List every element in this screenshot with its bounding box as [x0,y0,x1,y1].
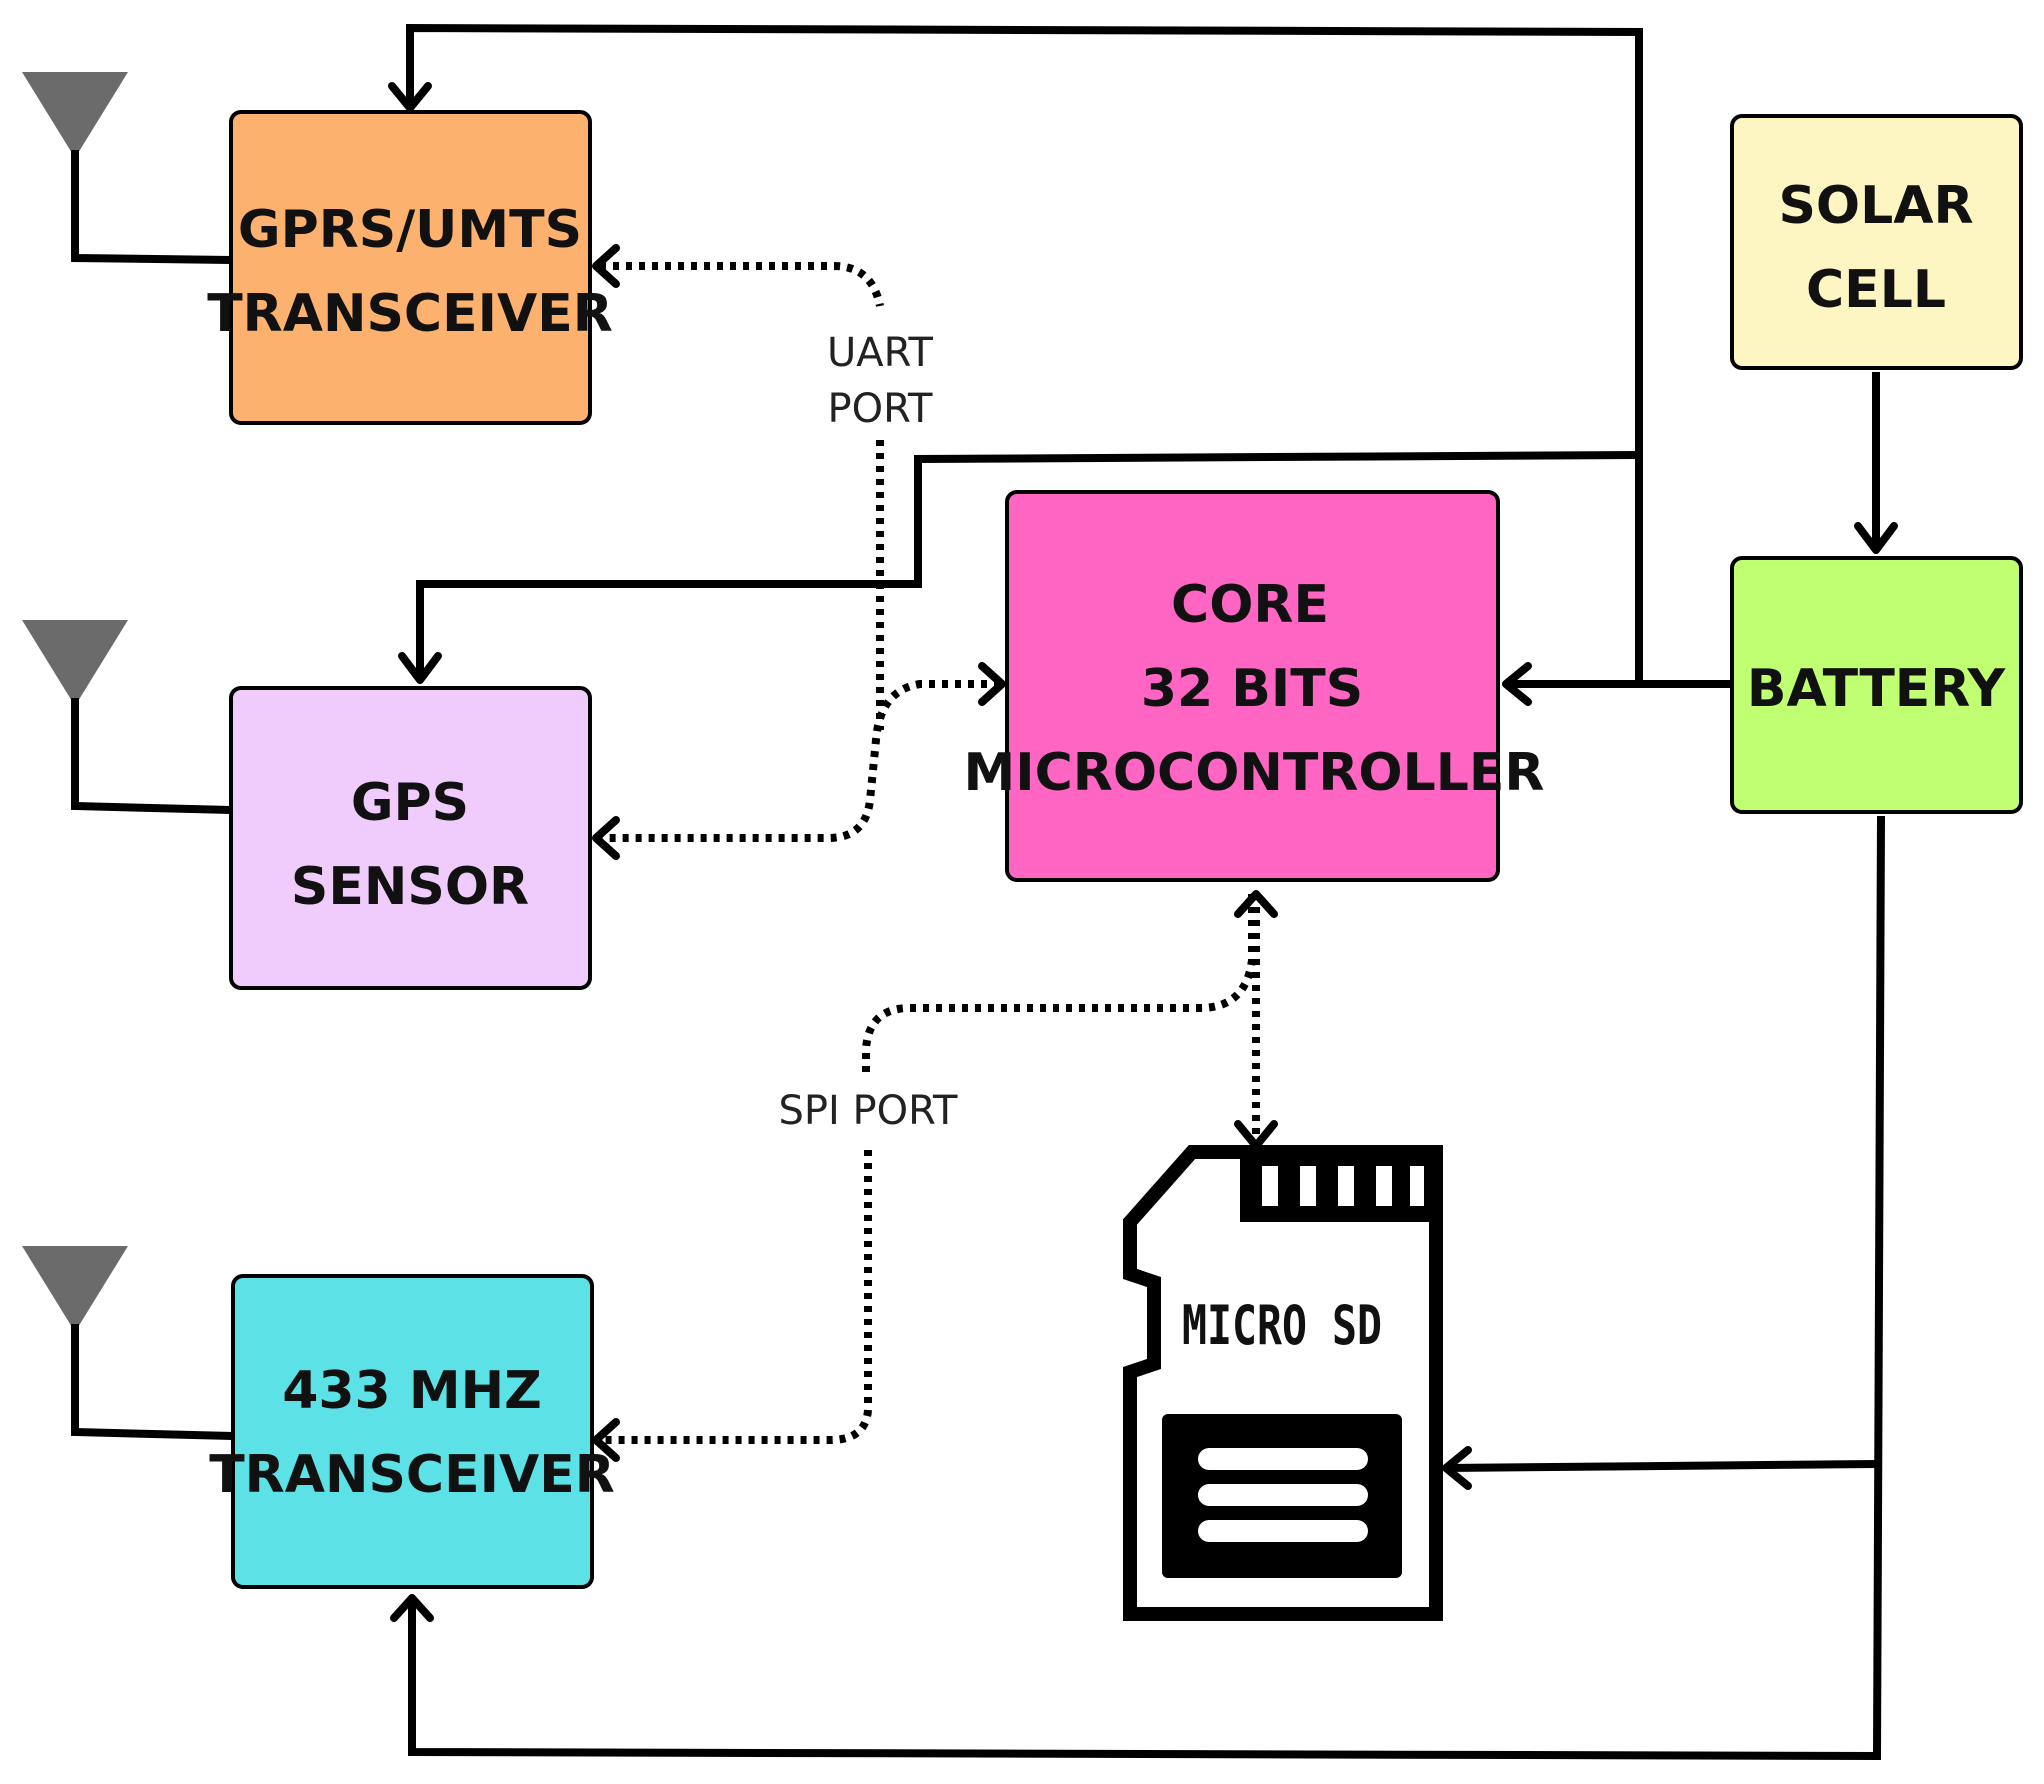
transceiver-433-label-line1: 433 MHZ [282,1361,542,1421]
battery-label: BATTERY [1747,659,2007,719]
spi-bus-to-core [862,894,1256,1078]
arrow-head-icon [1442,1446,1472,1490]
uart-bus-core-to-gps [600,680,1000,842]
data-buses [600,262,1260,1444]
wire-battery-to-microsd [1445,1460,1878,1472]
antenna-icon [22,620,128,706]
microsd-label: MICRO SD [1182,1294,1382,1357]
arrow-head-icon [398,652,442,684]
microsd-card-icon: MICRO SD [1123,1145,1443,1621]
uart-bus-to-gprs [600,262,884,307]
arrow-head-icon [388,82,432,112]
power-wires [406,23,1885,1761]
wire-battery-to-433 [408,815,1885,1761]
core-label-line2: 32 BITS [1141,659,1363,719]
gprs-block: GPRS/UMTS TRANSCEIVER [207,110,613,425]
antenna-icon [22,72,128,158]
arrow-head-icon [592,816,620,860]
transceiver-433-label-line2: TRANSCEIVER [209,1445,615,1505]
solar-cell-block: SOLAR CELL [1730,114,2023,370]
antenna-433 [22,1246,234,1440]
antenna-gprs [22,72,232,264]
solar-label-line1: SOLAR [1778,176,1973,236]
core-label-line1: CORE [1171,575,1329,635]
arrow-head-icon [592,244,620,288]
gps-block: GPS SENSOR [229,686,592,990]
arrow-head-icon [592,1418,620,1462]
arrow-head-icon [1502,662,1532,706]
gps-label-line1: GPS [351,773,469,833]
spi-port-label: SPI PORT [776,1082,960,1144]
arrow-head-icon [390,1594,434,1622]
core-label-line3: MICROCONTROLLER [964,743,1545,803]
uart-label-line1: UART [827,330,934,376]
battery-block: BATTERY [1730,556,2023,814]
arrow-head-icon [1854,522,1898,554]
uart-label-line2: PORT [828,386,933,432]
gprs-label-line2: TRANSCEIVER [207,284,613,344]
gprs-label-line1: GPRS/UMTS [238,200,582,260]
core-microcontroller-block: CORE 32 BITS MICROCONTROLLER [964,490,1545,882]
gps-label-line2: SENSOR [291,857,529,917]
spi-bus-to-433 [600,1150,872,1444]
antenna-gps [22,620,232,814]
spi-label: SPI PORT [779,1088,959,1134]
arrow-heads [388,82,1898,1622]
wire-trunk-to-gprs [406,23,1643,684]
uart-port-label: UART PORT [820,318,940,436]
transceiver-433-block: 433 MHZ TRANSCEIVER [209,1274,615,1589]
arrow-head-icon [1234,1120,1278,1150]
solar-label-line2: CELL [1806,260,1946,320]
antenna-icon [22,1246,128,1332]
arrow-head-icon [978,662,1006,706]
wire-trunk-to-gps [416,451,1640,680]
arrow-head-icon [1234,890,1278,918]
